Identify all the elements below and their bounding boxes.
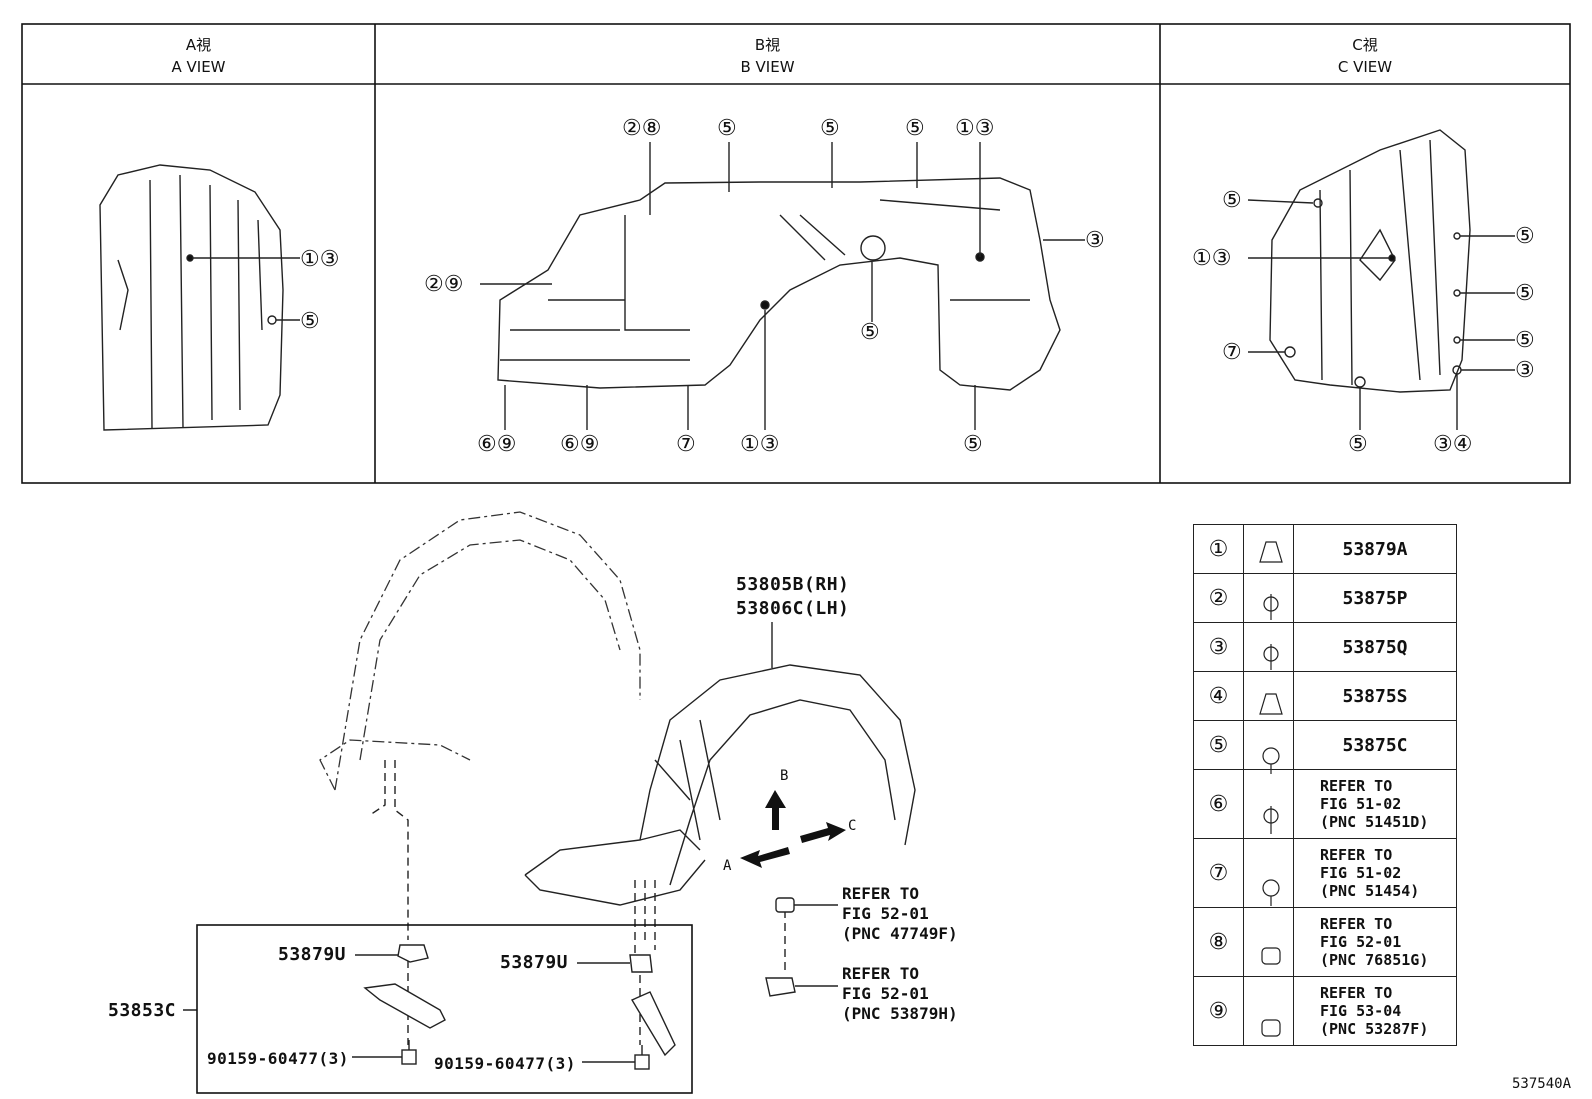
legend-icon-cell [1243, 671, 1294, 721]
phantom-liner [319, 511, 641, 791]
legend-icon-cell [1243, 838, 1294, 908]
c-view-title-jp: C視 [1352, 36, 1378, 54]
legend-row: ⑤ 53875C [1193, 720, 1457, 770]
c-view-title-en: C VIEW [1337, 58, 1393, 76]
callout-b-29: ②⑨ [424, 272, 464, 297]
callout-b-13a: ①③ [955, 116, 995, 141]
legend-num: ⑦ [1193, 838, 1244, 908]
views-frame [21, 23, 1571, 484]
callout-c-5c: ⑤ [1515, 281, 1535, 306]
legend-row: ② 53875P [1193, 573, 1457, 623]
figure-code: 537540A [1512, 1076, 1572, 1092]
legend-part: 53875S [1293, 671, 1457, 721]
callout-c-5a: ⑤ [1222, 188, 1242, 213]
legend-part: 53879A [1293, 524, 1457, 574]
legend-num: ⑤ [1193, 720, 1244, 770]
legend-row: ⑨ REFER TO FIG 53-04 (PNC 53287F) [1193, 976, 1457, 1046]
ref-nut: REFER TO FIG 52-01 (PNC 47749F) [842, 884, 958, 943]
legend-part: 53875P [1293, 573, 1457, 623]
legend-part: REFER TO FIG 52-01 (PNC 76851G) [1293, 907, 1457, 977]
callout-b-13b: ①③ [740, 432, 780, 457]
callout-c-3: ③ [1515, 358, 1535, 383]
b-view-title-en: B VIEW [740, 58, 795, 76]
callout-b-5c: ⑤ [905, 116, 925, 141]
arrow-label-a: A [723, 858, 732, 874]
legend-icon-cell [1243, 769, 1294, 839]
callout-c-5b: ⑤ [1515, 224, 1535, 249]
legend-part: 53875Q [1293, 622, 1457, 672]
legend-icon-cell [1243, 976, 1294, 1046]
callout-b-5b: ⑤ [820, 116, 840, 141]
b-view-title: B視 B VIEW [375, 34, 1160, 78]
c-view-liner [1247, 129, 1515, 430]
legend-part: 53875C [1293, 720, 1457, 770]
callout-c-34: ③④ [1433, 432, 1473, 457]
legend-num: ④ [1193, 671, 1244, 721]
callout-b-69a: ⑥⑨ [477, 432, 517, 457]
legend-num: ② [1193, 573, 1244, 623]
callout-c-7: ⑦ [1222, 340, 1242, 365]
callout-a-13: ①③ [300, 247, 340, 272]
a-view-liner [99, 164, 300, 431]
part-bolt-right: 90159-60477(3) [434, 1054, 576, 1073]
callout-b-5d: ⑤ [860, 320, 880, 345]
ref-clip: REFER TO FIG 52-01 (PNC 53879H) [842, 964, 958, 1023]
part-bolt-left: 90159-60477(3) [207, 1049, 349, 1068]
legend-row: ⑥ REFER TO FIG 51-02 (PNC 51451D) [1193, 769, 1457, 839]
legend-part: REFER TO FIG 51-02 (PNC 51451D) [1293, 769, 1457, 839]
bracket-assembly-box [196, 924, 693, 1094]
a-view-title: A視 A VIEW [22, 34, 375, 78]
callout-b-69b: ⑥⑨ [560, 432, 600, 457]
callout-a-5: ⑤ [300, 309, 320, 334]
legend-row: ① 53879A [1193, 524, 1457, 574]
legend-num: ① [1193, 524, 1244, 574]
main-liner [524, 622, 916, 906]
legend-num: ⑨ [1193, 976, 1244, 1046]
b-view-title-jp: B視 [754, 36, 781, 54]
legend-icon-cell [1243, 720, 1294, 770]
arrow-c [800, 822, 846, 843]
part-liner-rh: 53805B(RH) [736, 574, 850, 595]
legend-row: ④ 53875S [1193, 671, 1457, 721]
part-clip-right: 53879U [500, 952, 569, 973]
legend-icon-cell [1243, 622, 1294, 672]
legend-icon-cell [1243, 573, 1294, 623]
legend-row: ③ 53875Q [1193, 622, 1457, 672]
legend-row: ⑦ REFER TO FIG 51-02 (PNC 51454) [1193, 838, 1457, 908]
callout-c-5e: ⑤ [1348, 432, 1368, 457]
arrow-b [765, 790, 786, 830]
legend-icon-cell [1243, 524, 1294, 574]
callout-b-5a: ⑤ [717, 116, 737, 141]
callout-c-13: ①③ [1192, 246, 1232, 271]
callout-c-5d: ⑤ [1515, 328, 1535, 353]
callout-b-7: ⑦ [676, 432, 696, 457]
arrow-label-c: C [848, 818, 857, 834]
small-parts [352, 897, 838, 1070]
part-liner-lh: 53806C(LH) [736, 598, 850, 619]
direction-arrows [740, 790, 846, 868]
a-view-title-en: A VIEW [171, 58, 226, 76]
callout-b-28: ②⑧ [622, 116, 662, 141]
legend-part: REFER TO FIG 53-04 (PNC 53287F) [1293, 976, 1457, 1046]
arrow-label-b: B [780, 768, 789, 784]
legend-num: ③ [1193, 622, 1244, 672]
legend-part: REFER TO FIG 51-02 (PNC 51454) [1293, 838, 1457, 908]
legend-num: ⑥ [1193, 769, 1244, 839]
a-view-title-jp: A視 [185, 36, 212, 54]
legend-row: ⑧ REFER TO FIG 52-01 (PNC 76851G) [1193, 907, 1457, 977]
arrow-a [740, 847, 790, 868]
callout-b-3: ③ [1085, 228, 1105, 253]
c-view-title: C視 C VIEW [1160, 34, 1570, 78]
legend-icon-cell [1243, 907, 1294, 977]
legend-num: ⑧ [1193, 907, 1244, 977]
callout-b-5e: ⑤ [963, 432, 983, 457]
b-view-liner [480, 142, 1085, 430]
part-clip-left: 53879U [278, 944, 347, 965]
part-bracket-assy: 53853C [108, 1000, 177, 1021]
